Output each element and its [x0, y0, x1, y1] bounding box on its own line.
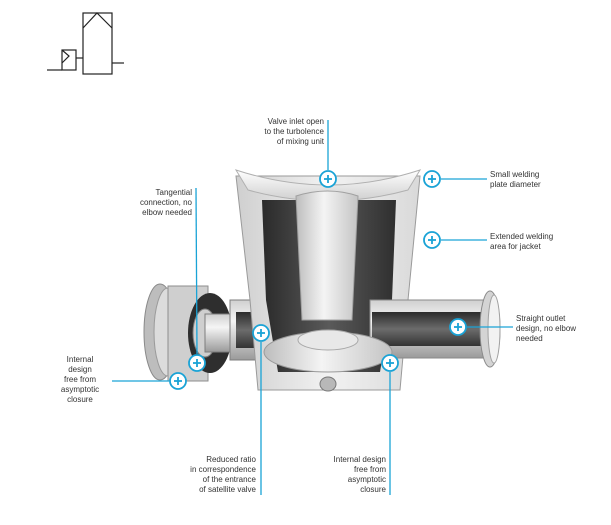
label-line: in correspondence — [190, 465, 256, 474]
label-line: design — [68, 365, 92, 374]
label-line: design, no elbow — [516, 324, 577, 333]
label-line: Straight outlet — [516, 314, 566, 323]
label-line: closure — [360, 485, 386, 494]
callout-label-reduced-ratio: Reduced ratio in correspondence of the e… — [160, 455, 256, 495]
label-line: free from — [63, 375, 96, 384]
label-line: of mixing unit — [276, 137, 324, 146]
plus-circle-icon[interactable] — [252, 324, 270, 342]
label-line: asymptotic — [347, 475, 386, 484]
label-line: needed — [516, 334, 543, 343]
plus-circle-icon[interactable] — [169, 372, 187, 390]
label-line: to the turbolence — [264, 127, 324, 136]
callout-label-valve-inlet: Valve inlet open to the turbolence of mi… — [240, 117, 324, 147]
label-line: Small welding — [490, 170, 540, 179]
plus-circle-icon[interactable] — [449, 318, 467, 336]
label-line: Reduced ratio — [206, 455, 256, 464]
valve-cross-section — [143, 169, 501, 392]
plus-circle-icon[interactable] — [188, 354, 206, 372]
plus-circle-icon[interactable] — [423, 170, 441, 188]
label-line: elbow needed — [142, 208, 192, 217]
callout-label-internal-design-bottom: Internal design free from asymptotic clo… — [300, 455, 386, 495]
label-line: connection, no — [139, 198, 192, 207]
label-line: closure — [67, 395, 93, 404]
label-line: of satellite valve — [199, 485, 256, 494]
label-line: plate diameter — [490, 180, 541, 189]
plus-circle-icon[interactable] — [381, 354, 399, 372]
callout-leaders — [112, 120, 513, 495]
label-line: Internal — [66, 355, 94, 364]
callout-label-small-welding-plate: Small welding plate diameter — [490, 170, 580, 190]
plus-circle-icon[interactable] — [423, 231, 441, 249]
leader-line-tangential-connection — [195, 187, 198, 355]
label-line: area for jacket — [490, 242, 541, 251]
label-line: free from — [353, 465, 386, 474]
label-line: Extended welding — [490, 232, 554, 241]
label-line: of the entrance — [202, 475, 256, 484]
label-line: Internal design — [333, 455, 386, 464]
callout-label-internal-design-left: Internal design free from asymptotic clo… — [50, 355, 110, 405]
label-line: Valve inlet open — [267, 117, 324, 126]
callout-label-extended-welding: Extended welding area for jacket — [490, 232, 580, 252]
plus-circle-icon[interactable] — [319, 170, 337, 188]
label-line: asymptotic — [60, 385, 100, 394]
callout-markers — [169, 170, 467, 390]
valve-schematic-symbol — [47, 12, 124, 75]
label-line: Tangential — [155, 188, 192, 197]
callout-label-tangential-connection: Tangential connection, no elbow needed — [122, 188, 192, 218]
callout-label-straight-outlet: Straight outlet design, no elbow needed — [516, 314, 606, 344]
